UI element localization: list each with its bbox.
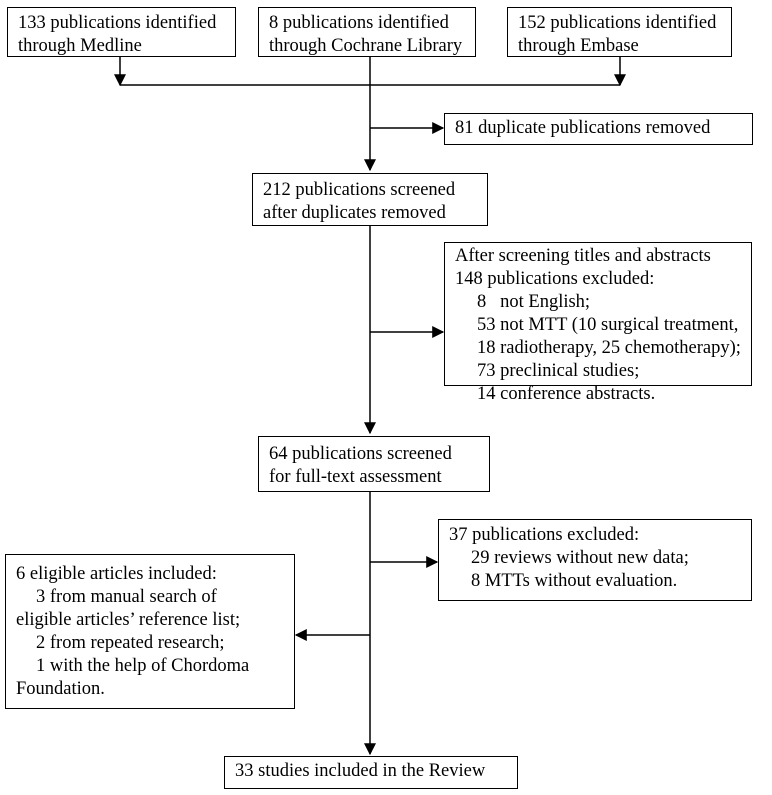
cochrane-line-2: through Cochrane Library (269, 36, 463, 56)
fulltext-exclusion-mtts: 8 MTTs without evaluation. (471, 571, 678, 591)
screened-box: 212 publications screened after duplicat… (252, 173, 488, 226)
duplicates-removed-box: 81 duplicate publications removed (444, 113, 753, 145)
fulltext-exclusion-count: 37 publications excluded: (449, 525, 640, 545)
eligible-added-heading: 6 eligible articles included: (16, 564, 217, 584)
title-abstract-exclusion-box: After screening titles and abstracts 148… (444, 242, 752, 404)
exclusion-reason-conference: 14 conference abstracts. (477, 384, 656, 404)
title-abstract-count: 148 publications excluded: (455, 269, 655, 289)
eligible-added-repeated-research: 2 from repeated research; (36, 633, 225, 653)
final-text: 33 studies included in the Review (235, 761, 486, 781)
exclusion-reason-preclinical: 73 preclinical studies; (477, 361, 640, 381)
fulltext-exclusion-reviews: 29 reviews without new data; (471, 548, 689, 568)
screened-line-2: after duplicates removed (263, 203, 446, 223)
eligible-added-chordoma-cont: Foundation. (16, 679, 105, 699)
fulltext-line-1: 64 publications screened (269, 444, 452, 464)
title-abstract-heading: After screening titles and abstracts (455, 246, 711, 266)
exclusion-reason-not-mtt-cont: 18 radiotherapy, 25 chemotherapy); (477, 338, 741, 358)
fulltext-line-2: for full-text assessment (269, 467, 442, 487)
final-box: 33 studies included in the Review (224, 756, 518, 789)
embase-line-1: 152 publications identified (518, 13, 717, 33)
duplicates-removed-text: 81 duplicate publications removed (455, 118, 711, 138)
eligible-added-chordoma: 1 with the help of Chordoma (36, 656, 250, 676)
embase-line-2: through Embase (518, 36, 639, 56)
cochrane-box: 8 publications identified through Cochra… (258, 7, 476, 57)
medline-line-2: through Medline (18, 36, 142, 56)
embase-box: 152 publications identified through Emba… (507, 7, 732, 57)
eligible-added-manual-search-cont: eligible articles’ reference list; (16, 610, 241, 630)
fulltext-exclusion-box: 37 publications excluded: 29 reviews wit… (438, 519, 752, 601)
eligible-added-box: 6 eligible articles included: 3 from man… (5, 554, 295, 709)
exclusion-reason-not-mtt: 53 not MTT (10 surgical treatment, (477, 315, 739, 335)
medline-line-1: 133 publications identified (18, 13, 217, 33)
screened-line-1: 212 publications screened (263, 180, 456, 200)
exclusion-reason-not-english: 8 not English; (477, 292, 591, 312)
fulltext-box: 64 publications screened for full-text a… (258, 436, 490, 492)
cochrane-line-1: 8 publications identified (269, 13, 449, 33)
medline-box: 133 publications identified through Medl… (7, 7, 236, 57)
eligible-added-manual-search: 3 from manual search of (36, 587, 217, 607)
